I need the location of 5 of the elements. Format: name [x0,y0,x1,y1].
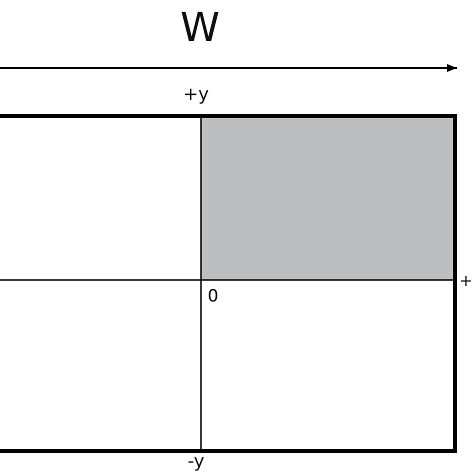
axis-label: +y [183,86,209,104]
axis-label: W [180,8,220,48]
axis-label: + [459,273,473,289]
axis-label: -y [188,453,204,471]
axis-label: 0 [208,288,218,306]
